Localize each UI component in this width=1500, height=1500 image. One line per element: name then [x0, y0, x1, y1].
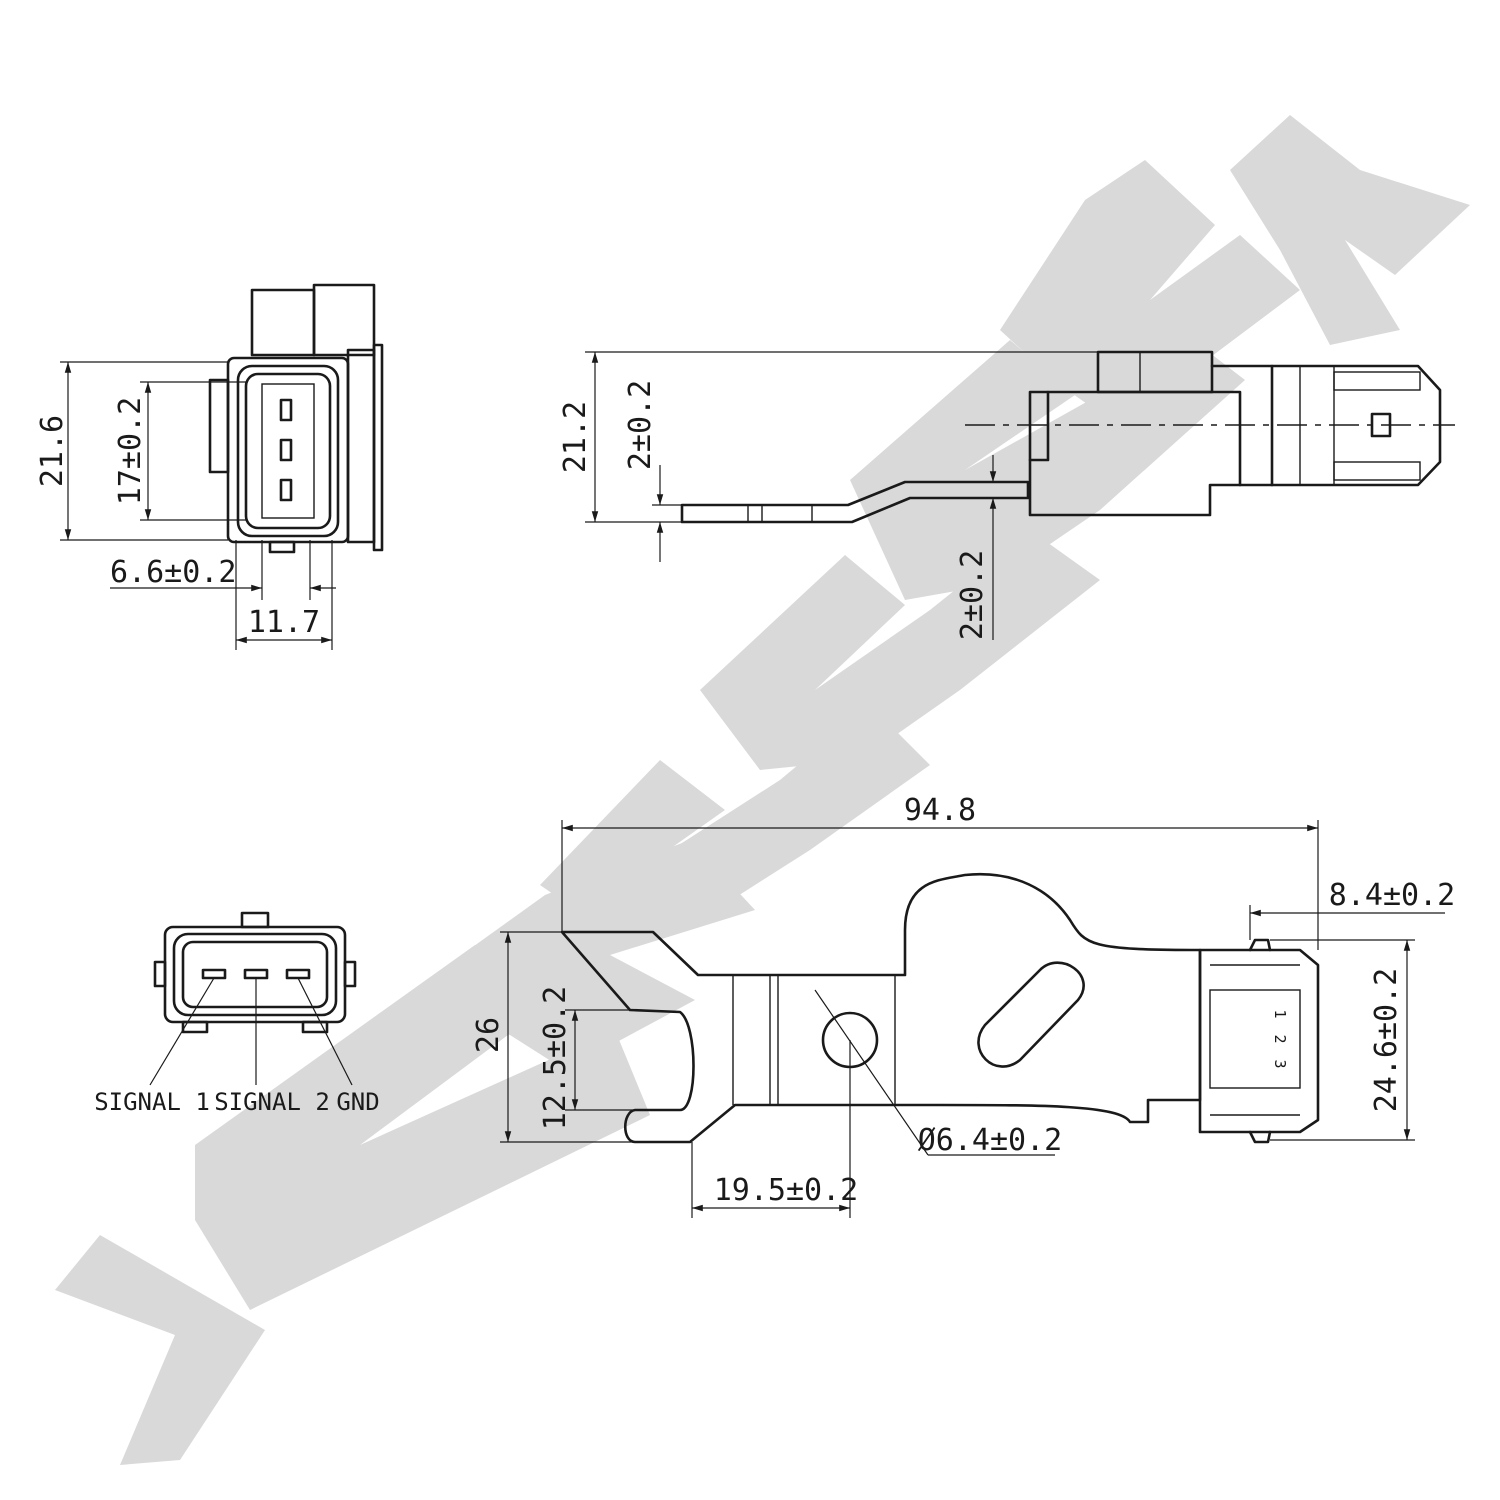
front-offset-dim-label: 6.6±0.2 [110, 555, 236, 590]
front-pin-1 [279, 398, 293, 422]
front-pin-3 [279, 478, 293, 502]
watermark-letter-z [195, 945, 650, 1310]
connector-bottom-foot-left [181, 1020, 209, 1034]
hole-leader [814, 989, 929, 1156]
watermark-logo [55, 115, 1470, 1465]
connector-pin-1 [201, 968, 227, 980]
top-view: 1 2 3 94.8 8.4±0.2 24.6±0.2 26 12.5±0.2 … [471, 793, 1455, 1218]
side-thickness-dim-label: 2±0.2 [623, 380, 658, 470]
front-body-inner [244, 372, 332, 530]
front-pin-2 [279, 438, 293, 462]
connector-bottom-foot-right [301, 1020, 329, 1034]
watermark-chevron [55, 1235, 265, 1465]
front-body-frame [236, 364, 340, 538]
pin-label-signal-1: SIGNAL 1 [94, 1088, 210, 1116]
side-height-dim-label: 21.2 [558, 401, 593, 473]
pin-number-1: 1 [1271, 1009, 1289, 1018]
side-connector [1270, 364, 1442, 487]
connector-pin-2 [243, 968, 269, 980]
top-connector-pin-window [1209, 989, 1301, 1089]
watermark-letter-e2 [1000, 160, 1300, 420]
pin-number-2: 2 [1271, 1034, 1289, 1043]
connector-height-dim-label: 24.6±0.2 [1369, 968, 1404, 1113]
connector-length-dim-label: 8.4±0.2 [1329, 878, 1455, 913]
connector-top-key [240, 911, 270, 929]
side-bracket [680, 480, 1030, 524]
top-connector-latch-top [1248, 938, 1272, 952]
front-side-latch [208, 378, 230, 474]
watermark-letter-n1 [540, 705, 930, 940]
front-bracket-plate [372, 343, 384, 552]
pin-number-3: 3 [1271, 1059, 1289, 1068]
connector-pin-3 [285, 968, 311, 980]
bracket-height-dim-label: 26 [471, 1017, 506, 1053]
hole-diameter-dim-label: Ø6.4±0.2 [918, 1123, 1063, 1158]
side-view: 21.2 2±0.2 2±0.2 [558, 350, 1455, 640]
front-bottom-key [268, 540, 296, 554]
connector-inner [181, 940, 329, 1009]
front-bracket-side [346, 348, 376, 544]
leader-signal-1 [149, 977, 215, 1086]
slot-width-dim-label: 12.5±0.2 [538, 986, 573, 1131]
front-height-dim-label: 21.6 [35, 415, 70, 487]
side-housing [1028, 390, 1242, 517]
side-top-cap [1096, 350, 1214, 394]
pin-label-signal-2: SIGNAL 2 [214, 1088, 330, 1116]
front-top-tab-right [312, 283, 376, 357]
sensor-slot [977, 961, 1085, 1068]
watermark-letter-k [1230, 115, 1470, 345]
connector-right-latch [343, 960, 357, 988]
watermark-letter-n2 [700, 530, 1100, 770]
front-width-dim-label: 11.7 [248, 605, 320, 640]
side-housing-step [1028, 390, 1050, 462]
connector-left-latch [153, 960, 167, 988]
connector-face-view: SIGNAL 1 SIGNAL 2 GND [94, 911, 380, 1116]
top-connector-body [1198, 948, 1320, 1134]
pin-label-gnd: GND [336, 1088, 379, 1116]
front-pin-cavity [261, 383, 315, 519]
side-step-dim-label: 2±0.2 [955, 550, 990, 640]
leader-gnd [297, 977, 353, 1086]
front-view: 21.6 17±0.2 6.6±0.2 11.7 [35, 283, 384, 650]
side-neck [1210, 364, 1274, 487]
front-top-tab-left [250, 288, 316, 357]
overall-length-dim-label: 94.8 [904, 793, 976, 828]
connector-frame [172, 932, 338, 1017]
hole-offset-dim-label: 19.5±0.2 [714, 1173, 859, 1208]
front-inner-height-dim-label: 17±0.2 [113, 397, 148, 505]
top-body-outline [560, 872, 1202, 1144]
top-connector-latch-bottom [1248, 1130, 1272, 1144]
